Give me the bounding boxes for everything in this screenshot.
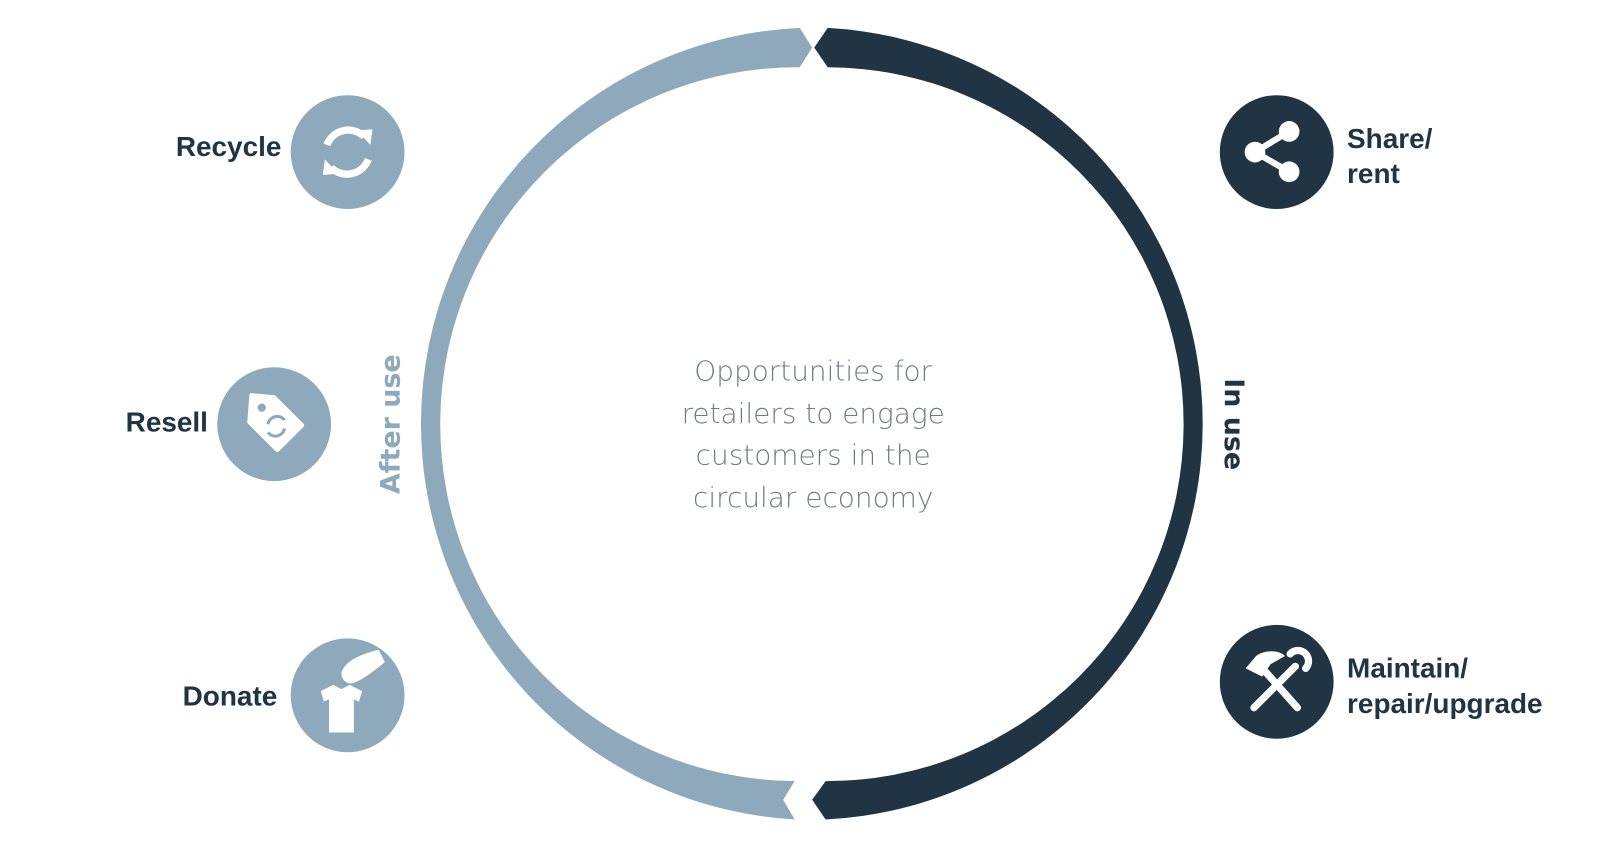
item-label: rent: [1347, 158, 1400, 189]
share-icon: [1244, 121, 1300, 183]
center-line: circular economy: [693, 481, 933, 514]
item-label: repair/upgrade: [1347, 688, 1543, 719]
item-label: Share/: [1347, 123, 1433, 154]
item-label: Resell: [126, 406, 208, 437]
center-text: Opportunities for retailers to engage cu…: [682, 355, 945, 514]
item-resell: Resell: [126, 367, 332, 482]
item-label: Recycle: [176, 131, 282, 162]
item-share-rent: Share/ rent: [1219, 95, 1433, 209]
item-maintain-repair-upgrade: Maintain/ repair/upgrade: [1219, 624, 1543, 739]
item-label: Maintain/: [1347, 653, 1468, 684]
center-line: customers in the: [696, 439, 931, 472]
item-recycle: Recycle: [176, 95, 405, 209]
center-line: retailers to engage: [682, 397, 945, 430]
price-tag-icon: [247, 393, 305, 453]
tools-icon: [1245, 646, 1313, 712]
recycle-icon: [322, 126, 373, 178]
item-label: Donate: [183, 681, 278, 712]
in-use-label: In use: [1218, 378, 1249, 470]
donate-shirt-icon: [320, 649, 385, 733]
item-donate: Donate: [183, 638, 405, 753]
center-line: Opportunities for: [694, 355, 932, 388]
after-use-label: After use: [375, 354, 406, 494]
